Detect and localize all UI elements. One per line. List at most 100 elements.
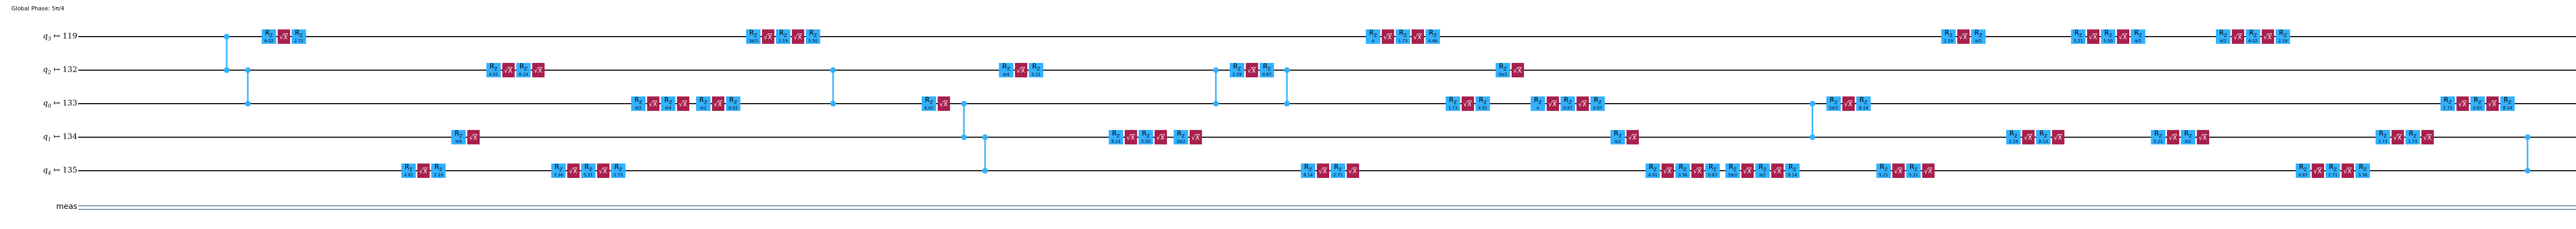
sqrt-x-gate[interactable]: √X	[1577, 96, 1589, 111]
cz-control-dot[interactable]	[1284, 67, 1290, 73]
sqrt-x-gate[interactable]: √X	[2421, 130, 2434, 144]
sqrt-x-gate[interactable]: √X	[2022, 130, 2035, 144]
sqrt-x-gate[interactable]: √X	[1125, 130, 1137, 144]
cz-control-dot[interactable]	[1213, 101, 1219, 107]
cz-control-dot[interactable]	[830, 67, 836, 73]
sqrt-x-gate[interactable]: √X	[1347, 163, 1359, 178]
cz-control-dot[interactable]	[245, 67, 251, 73]
sqrt-x-gate[interactable]: √X	[1412, 29, 1424, 44]
sqrt-x-gate[interactable]: √X	[1691, 163, 1704, 178]
sqrt-x-gate[interactable]: √X	[278, 29, 290, 44]
sqrt-x-gate[interactable]: √X	[762, 29, 774, 44]
sqrt-x-gate[interactable]: √X	[2262, 29, 2274, 44]
sqrt-x-gate[interactable]: √X	[1922, 163, 1935, 178]
sqrt-x-gate[interactable]: √X	[677, 96, 689, 111]
sqrt-x-gate[interactable]: √X	[1246, 63, 1258, 77]
sqrt-x-gate[interactable]: √X	[792, 29, 804, 44]
cz-control-dot[interactable]	[224, 67, 230, 73]
sqrt-x-gate[interactable]: √X	[1155, 130, 1167, 144]
cz-control-dot[interactable]	[961, 101, 967, 107]
sqrt-x-gate[interactable]: √X	[2087, 29, 2099, 44]
cz-control-dot[interactable]	[1809, 134, 1816, 140]
sqrt-x-gate[interactable]: √X	[532, 63, 545, 77]
sqrt-x-gate[interactable]: √X	[1892, 163, 1905, 178]
sqrt-x-gate[interactable]: √X	[1842, 96, 1855, 111]
sqrt-x-gate[interactable]: √X	[1512, 63, 1524, 77]
sqrt-x-gate[interactable]: √X	[2052, 130, 2064, 144]
cz-control-dot[interactable]	[224, 34, 230, 40]
cz-control-dot[interactable]	[961, 134, 967, 140]
sqrt-x-gate[interactable]: √X	[1771, 163, 1784, 178]
cz-control-dot[interactable]	[2524, 168, 2531, 174]
sqrt-x-gate[interactable]: √X	[647, 96, 659, 111]
sqrt-x-gate[interactable]: √X	[2486, 96, 2499, 111]
sqrt-x-gate[interactable]: √X	[2197, 130, 2209, 144]
sqrt-x-gate[interactable]: √X	[2312, 163, 2324, 178]
cz-control-dot[interactable]	[982, 168, 988, 174]
cz-control-dot[interactable]	[2524, 134, 2531, 140]
sqrt-x-gate[interactable]: √X	[2232, 29, 2244, 44]
sqrt-x-gate[interactable]: √X	[1957, 29, 1970, 44]
sqrt-x-gate[interactable]: √X	[1741, 163, 1754, 178]
sqrt-x-gate[interactable]: √X	[467, 130, 480, 144]
sqrt-x-gate[interactable]: √X	[938, 96, 950, 111]
sqrt-x-gate[interactable]: √X	[1317, 163, 1329, 178]
sqrt-x-gate[interactable]: √X	[2117, 29, 2129, 44]
